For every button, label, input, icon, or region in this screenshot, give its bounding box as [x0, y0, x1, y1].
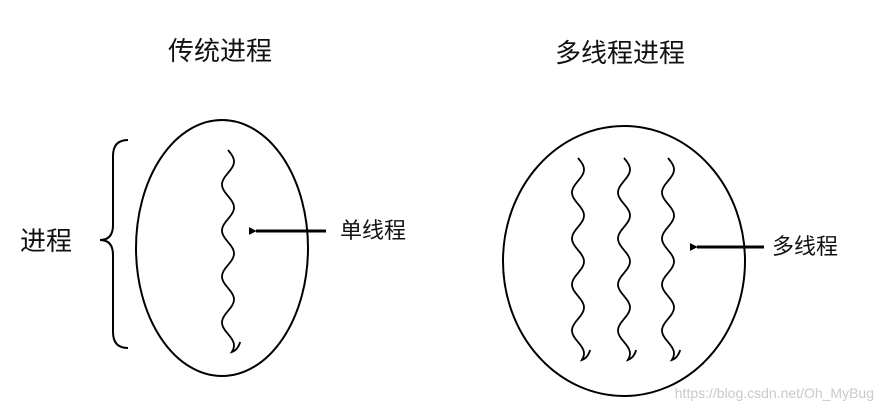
traditional-process-panel: 传统进程 进程 单线程: [20, 37, 406, 377]
thread-wave-1: [571, 157, 592, 362]
process-label: 进程: [20, 227, 72, 257]
multithread-process-panel: 多线程进程 多线程: [502, 39, 838, 397]
traditional-process-ellipse: [135, 119, 309, 377]
process-bracket: [99, 139, 129, 349]
watermark-text: https://blog.csdn.net/Oh_MyBug: [675, 385, 874, 401]
thread-wave-2: [617, 157, 638, 362]
single-thread-label: 单线程: [340, 219, 406, 244]
multithread-process-circle: [502, 125, 746, 397]
single-thread-wave: [221, 149, 242, 354]
thread-wave-3: [661, 157, 682, 362]
traditional-process-title: 传统进程: [168, 37, 272, 67]
multithread-label: 多线程: [772, 235, 838, 260]
multithread-process-title: 多线程进程: [555, 39, 685, 69]
